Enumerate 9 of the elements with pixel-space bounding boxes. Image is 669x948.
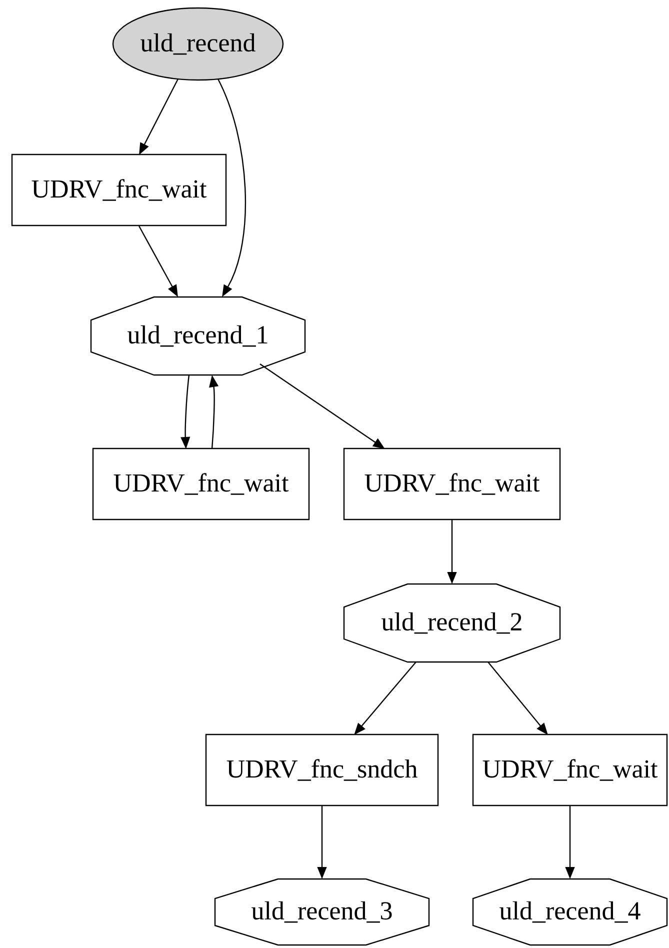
function-box: UDRV_fnc_wait [92,448,310,520]
state-octagon: uld_recend_1 [90,296,306,376]
state-octagon: uld_recend_2 [343,583,561,663]
function-box: UDRV_fnc_wait [472,734,668,806]
state-octagon: uld_recend_4 [472,878,668,946]
function-box: UDRV_fnc_wait [11,154,227,226]
state-octagon: uld_recend_3 [214,878,430,946]
function-box: UDRV_fnc_sndch [205,734,439,806]
function-box: UDRV_fnc_wait [343,448,561,520]
